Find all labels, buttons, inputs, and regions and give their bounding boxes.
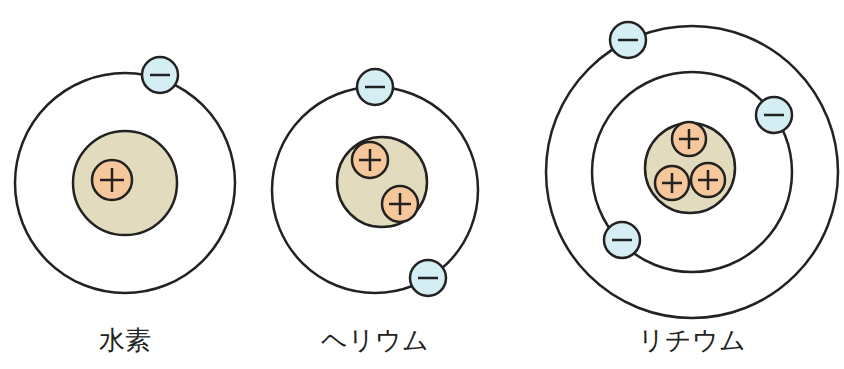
proton xyxy=(382,186,418,222)
plus-sign xyxy=(662,173,682,193)
electron-shell xyxy=(272,87,478,293)
nucleus xyxy=(73,131,177,235)
minus-sign xyxy=(150,74,170,77)
proton xyxy=(92,160,132,200)
nucleus xyxy=(337,137,427,227)
minus-sign xyxy=(612,239,632,242)
electron xyxy=(142,57,178,93)
helium-atom xyxy=(272,69,478,296)
inner-electron-shell xyxy=(592,72,792,272)
electron xyxy=(410,260,446,296)
electron xyxy=(610,22,646,58)
minus-sign xyxy=(365,86,385,89)
proton xyxy=(352,142,388,178)
element-name: リチウム xyxy=(638,326,746,355)
electron xyxy=(357,69,393,105)
outer-electron-shell xyxy=(546,26,838,318)
element-name: 水素 xyxy=(99,326,151,355)
electron-shell xyxy=(15,73,235,293)
element-name: ヘリウム xyxy=(321,326,429,355)
lithium-atom xyxy=(546,22,838,318)
minus-sign xyxy=(418,277,438,280)
minus-sign xyxy=(764,114,784,117)
nucleus xyxy=(645,123,735,213)
proton xyxy=(691,163,725,197)
plus-sign xyxy=(698,170,718,190)
hydrogen-atom xyxy=(15,57,235,293)
plus-sign xyxy=(389,193,411,215)
electron xyxy=(604,222,640,258)
plus-sign xyxy=(100,168,124,192)
proton xyxy=(655,166,689,200)
electron xyxy=(756,97,792,133)
proton xyxy=(672,122,706,156)
plus-sign xyxy=(679,129,699,149)
plus-sign xyxy=(359,149,381,171)
minus-sign xyxy=(618,39,638,42)
